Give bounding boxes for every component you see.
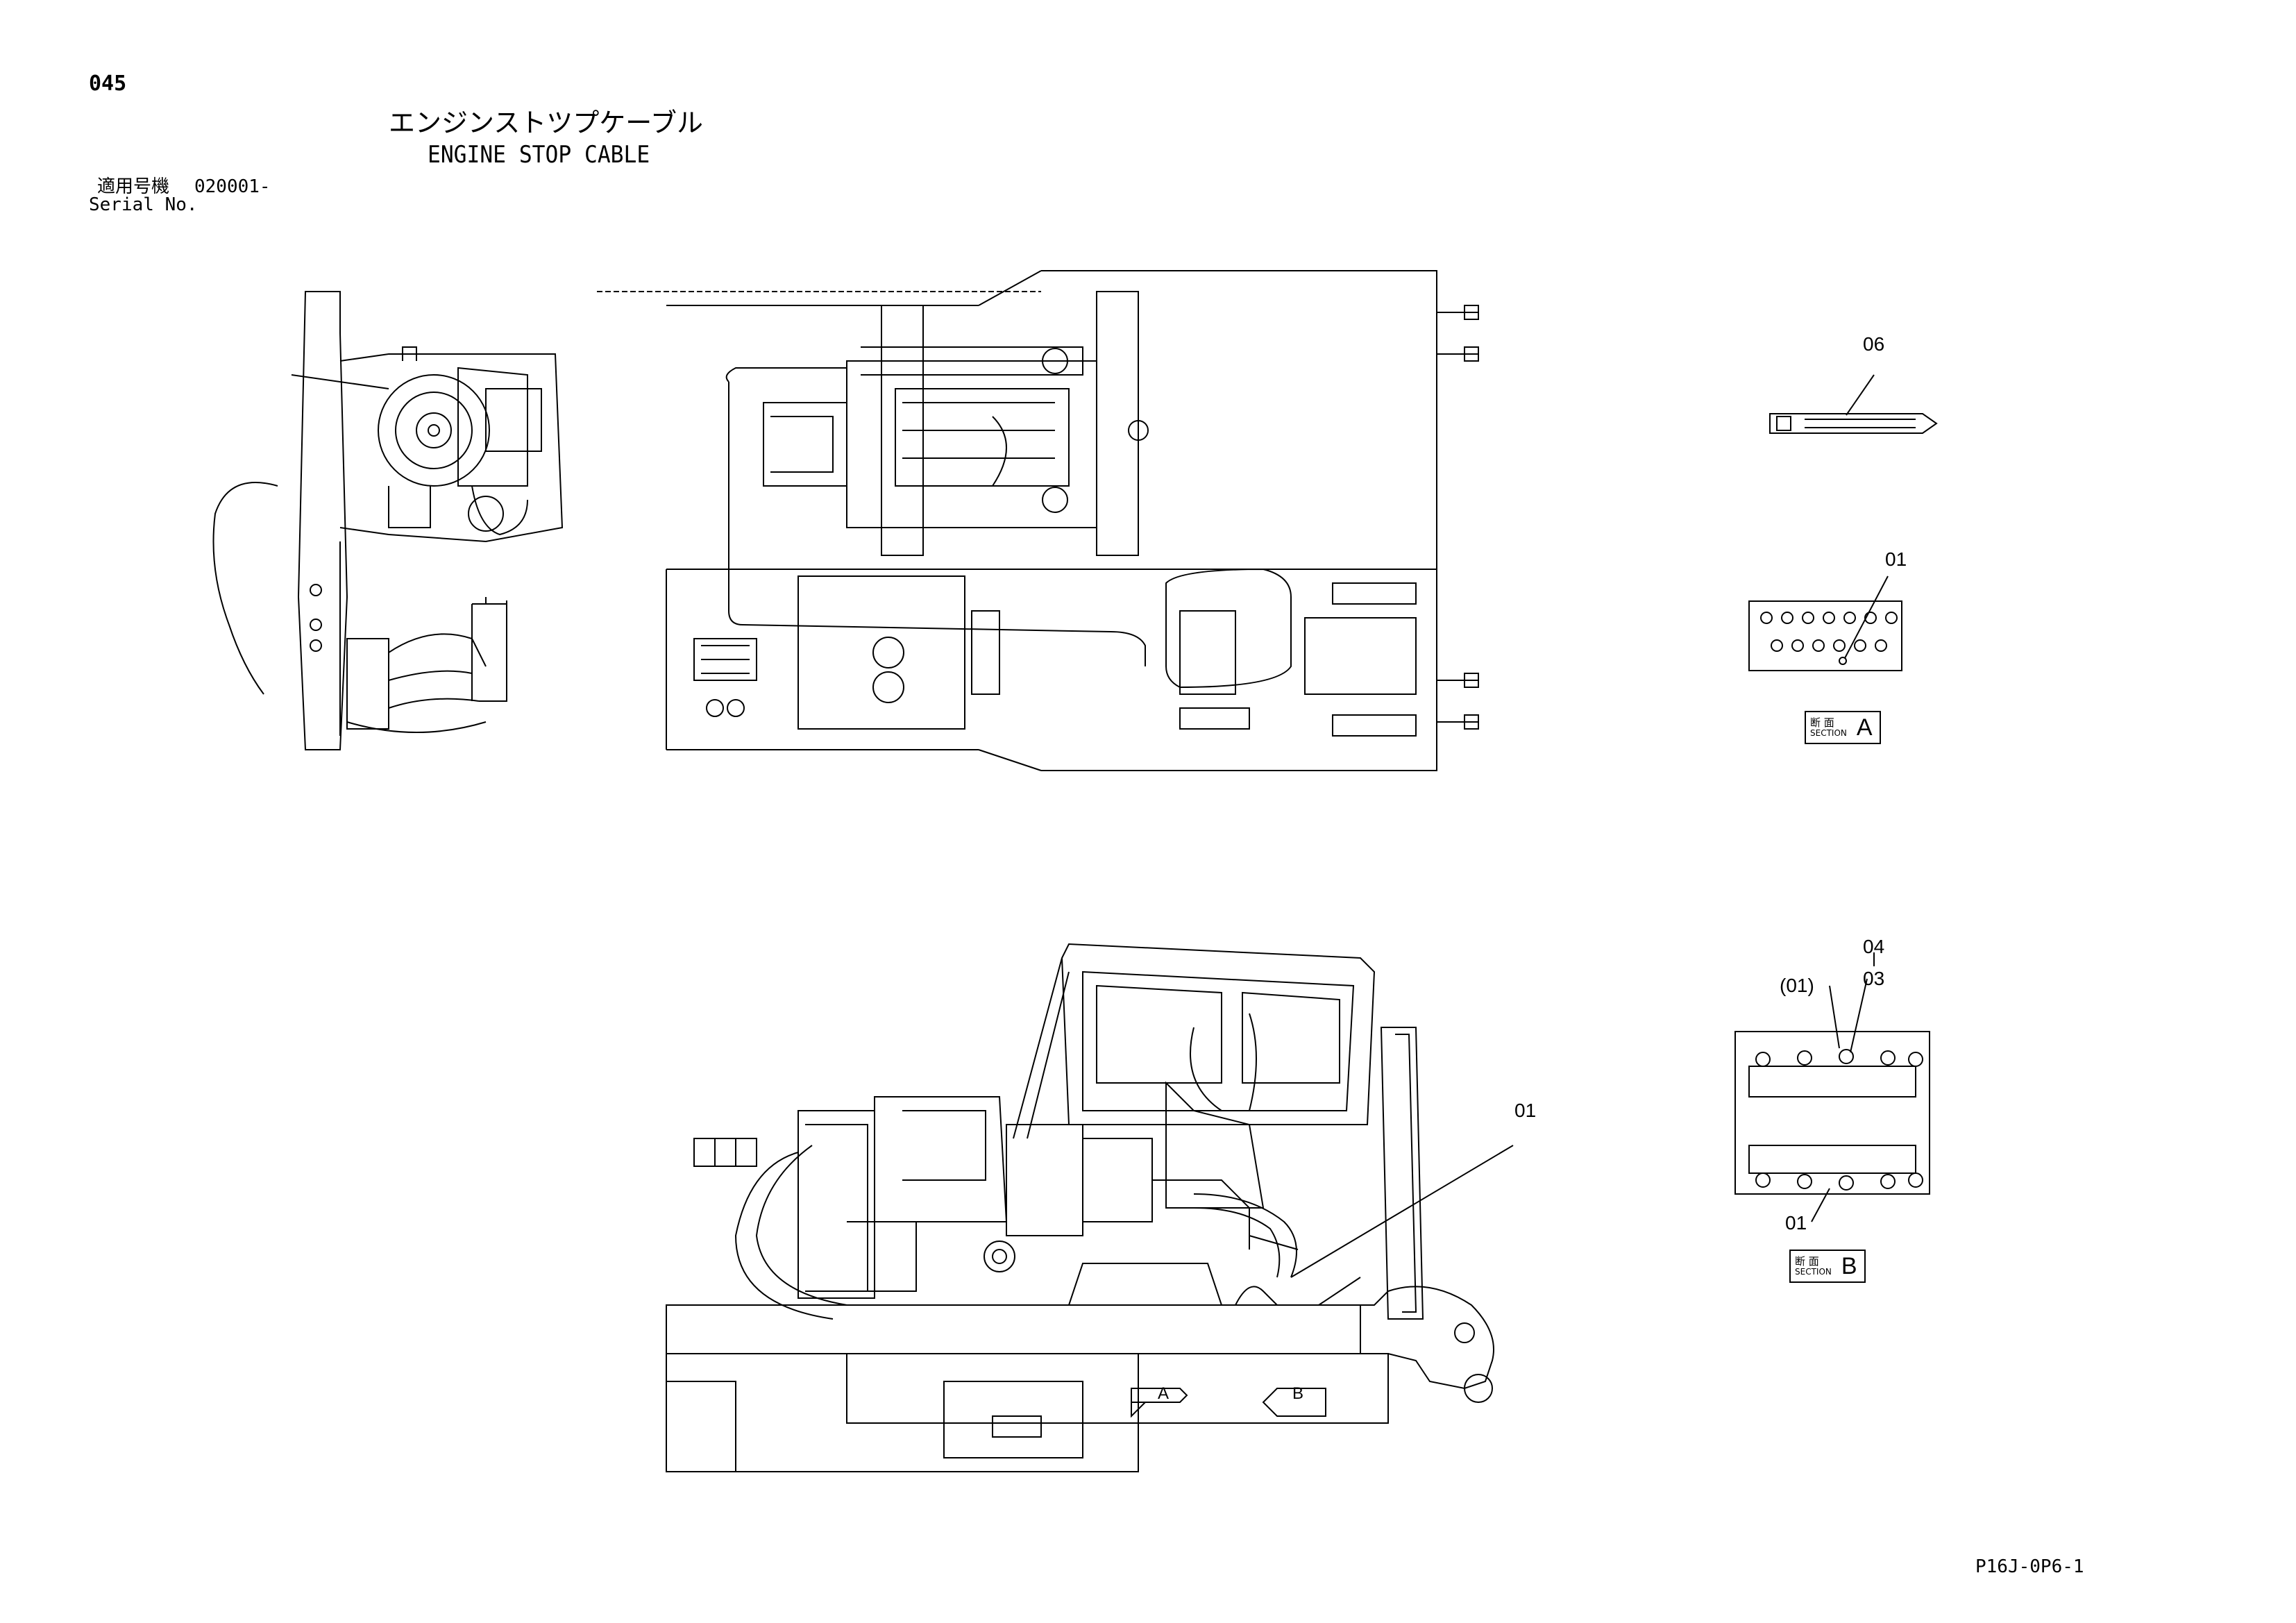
section-a-drawing [1748,575,1902,671]
title-english: ENGINE STOP CABLE [428,141,650,169]
section-b-letter: B [1841,1252,1857,1279]
title-japanese: エンジンストツプケーブル [389,108,703,138]
plan-view-drawing [597,270,1479,771]
drawing-code: P16J-0P6-1 [1975,1556,2084,1577]
callout-01-paren: (01) [1780,975,1814,996]
page-number: 045 [89,72,127,96]
section-a-letter: A [1856,714,1873,741]
section-b-label-en: SECTION [1795,1266,1832,1277]
callout-03: 03 [1863,968,1885,989]
callout-04: 04 [1863,936,1885,957]
callout-01-side-view: 01 [1514,1100,1537,1121]
arrow-a-label: A [1158,1384,1170,1403]
arrow-b-label: B [1292,1384,1304,1403]
section-b-drawing [1734,952,1930,1222]
section-a-label-en: SECTION [1810,728,1847,738]
section-b-label-jp: 断 面 [1795,1255,1819,1268]
section-a-label: 断 面 SECTION A [1805,711,1881,744]
cable-tie-drawing [1769,374,1938,434]
callout-01-section-a: 01 [1885,548,1907,570]
callout-06: 06 [1863,333,1885,355]
rear-view-drawing [212,291,564,750]
section-b-label: 断 面 SECTION B [1789,1250,1866,1283]
serial-label-japanese: 適用号機 [97,176,170,197]
serial-label-english: Serial No. [89,194,198,215]
section-a-label-jp: 断 面 [1810,716,1834,730]
callout-01-section-b: 01 [1785,1212,1807,1234]
side-view-drawing [666,943,1514,1472]
serial-number: 020001- [194,176,271,197]
